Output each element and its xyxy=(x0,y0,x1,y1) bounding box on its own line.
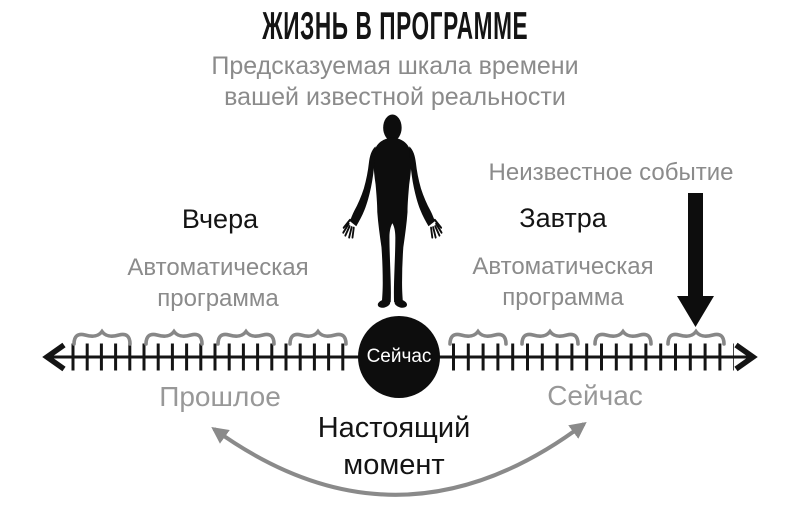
present-moment-label: Настоящий момент xyxy=(318,410,471,484)
unknown-event-label: Неизвестное событие xyxy=(488,159,734,186)
segment-brace-icon xyxy=(72,329,132,346)
header: ЖИЗНЬ В ПРОГРАММЕ xyxy=(0,5,790,49)
now-right-label: Сейчас xyxy=(547,380,643,411)
page-subtitle: Предсказуемая шкала времени вашей извест… xyxy=(0,51,790,113)
segment-brace-icon xyxy=(666,329,726,346)
program-segments-right xyxy=(448,329,726,346)
axis-arrow-left-icon xyxy=(42,342,66,372)
segment-brace-icon xyxy=(288,329,348,346)
segment-brace-icon xyxy=(593,329,653,346)
now-circle xyxy=(358,316,440,398)
automatic-program-left-line-1: Автоматическая xyxy=(127,254,309,281)
person-silhouette-icon xyxy=(342,114,443,308)
segment-brace-icon xyxy=(144,329,204,346)
automatic-program-right-line-1: Автоматическая xyxy=(472,253,654,280)
present-moment-line-1: Настоящий xyxy=(317,412,471,444)
subtitle-line-1: Предсказуемая шкала времени xyxy=(211,52,579,80)
segment-brace-icon xyxy=(448,329,508,346)
subtitle-line-2: вашей известной реальности xyxy=(224,83,566,111)
automatic-program-left-line-2: программа xyxy=(157,285,279,312)
now-marker-label: Сейчас xyxy=(366,346,432,367)
yesterday-label: Вчера xyxy=(181,204,259,234)
past-label: Прошлое xyxy=(159,381,281,412)
page-title: ЖИЗНЬ В ПРОГРАММЕ xyxy=(262,5,528,48)
automatic-program-left: Автоматическая программа xyxy=(127,252,308,314)
program-segments-left xyxy=(72,329,348,346)
segment-brace-icon xyxy=(520,329,580,346)
present-moment-line-2: момент xyxy=(343,449,445,481)
axis-arrow-right-icon xyxy=(734,342,758,372)
curved-return-arrow-icon xyxy=(211,421,587,497)
down-arrow-icon xyxy=(677,193,714,327)
segment-brace-icon xyxy=(216,329,276,346)
automatic-program-right-line-2: программа xyxy=(502,284,624,311)
automatic-program-right: Автоматическая программа xyxy=(472,251,653,313)
tomorrow-label: Завтра xyxy=(519,203,607,233)
